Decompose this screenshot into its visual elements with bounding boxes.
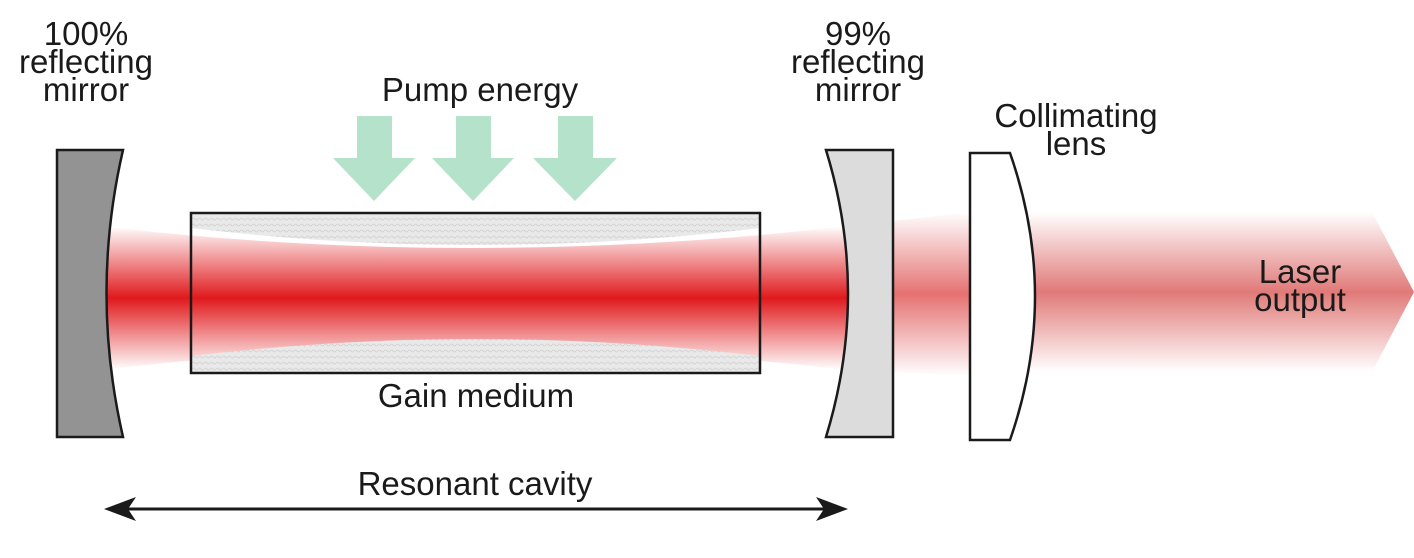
gain-medium-label: Gain medium bbox=[377, 377, 575, 414]
collimating-lens-label: Collimating lens bbox=[966, 97, 1186, 162]
right-mirror-label: 99% reflecting mirror bbox=[772, 15, 944, 108]
collimating-lens bbox=[968, 151, 1037, 442]
right-mirror-label-line3: mirror bbox=[814, 71, 902, 108]
gain-medium bbox=[189, 211, 762, 375]
gain-medium-outline bbox=[189, 211, 762, 375]
left-mirror-label: 100% reflecting mirror bbox=[0, 15, 172, 108]
pump-energy-label: Pump energy bbox=[381, 71, 579, 108]
output-label-line2: output bbox=[1254, 281, 1346, 318]
left-mirror-label-line2: reflecting bbox=[19, 43, 153, 80]
lens-label-line2: lens bbox=[1045, 125, 1107, 162]
right-mirror-reflectivity: 99% bbox=[824, 15, 892, 52]
double-headed-arrow-icon bbox=[104, 497, 848, 521]
right-mirror-label-line2: reflecting bbox=[791, 43, 925, 80]
lens-label-line1: Collimating bbox=[994, 97, 1158, 134]
laser-output-label: Laser output bbox=[1230, 253, 1370, 318]
left-mirror-label-line3: mirror bbox=[42, 71, 130, 108]
pump-arrows bbox=[333, 116, 617, 201]
output-label-line1: Laser bbox=[1258, 253, 1342, 290]
right-mirror bbox=[824, 148, 895, 439]
resonant-cavity-label: Resonant cavity bbox=[357, 465, 593, 502]
left-mirror bbox=[55, 148, 125, 439]
gain-medium-lower-region bbox=[191, 339, 760, 373]
left-mirror-reflectivity: 100% bbox=[43, 15, 129, 52]
intracavity-beam bbox=[100, 226, 848, 370]
gain-medium-upper-region bbox=[191, 213, 760, 245]
laser-output-beam bbox=[1028, 212, 1414, 372]
down-arrow-icon bbox=[432, 116, 514, 201]
down-arrow-icon bbox=[333, 116, 415, 201]
down-arrow-icon bbox=[533, 116, 617, 201]
